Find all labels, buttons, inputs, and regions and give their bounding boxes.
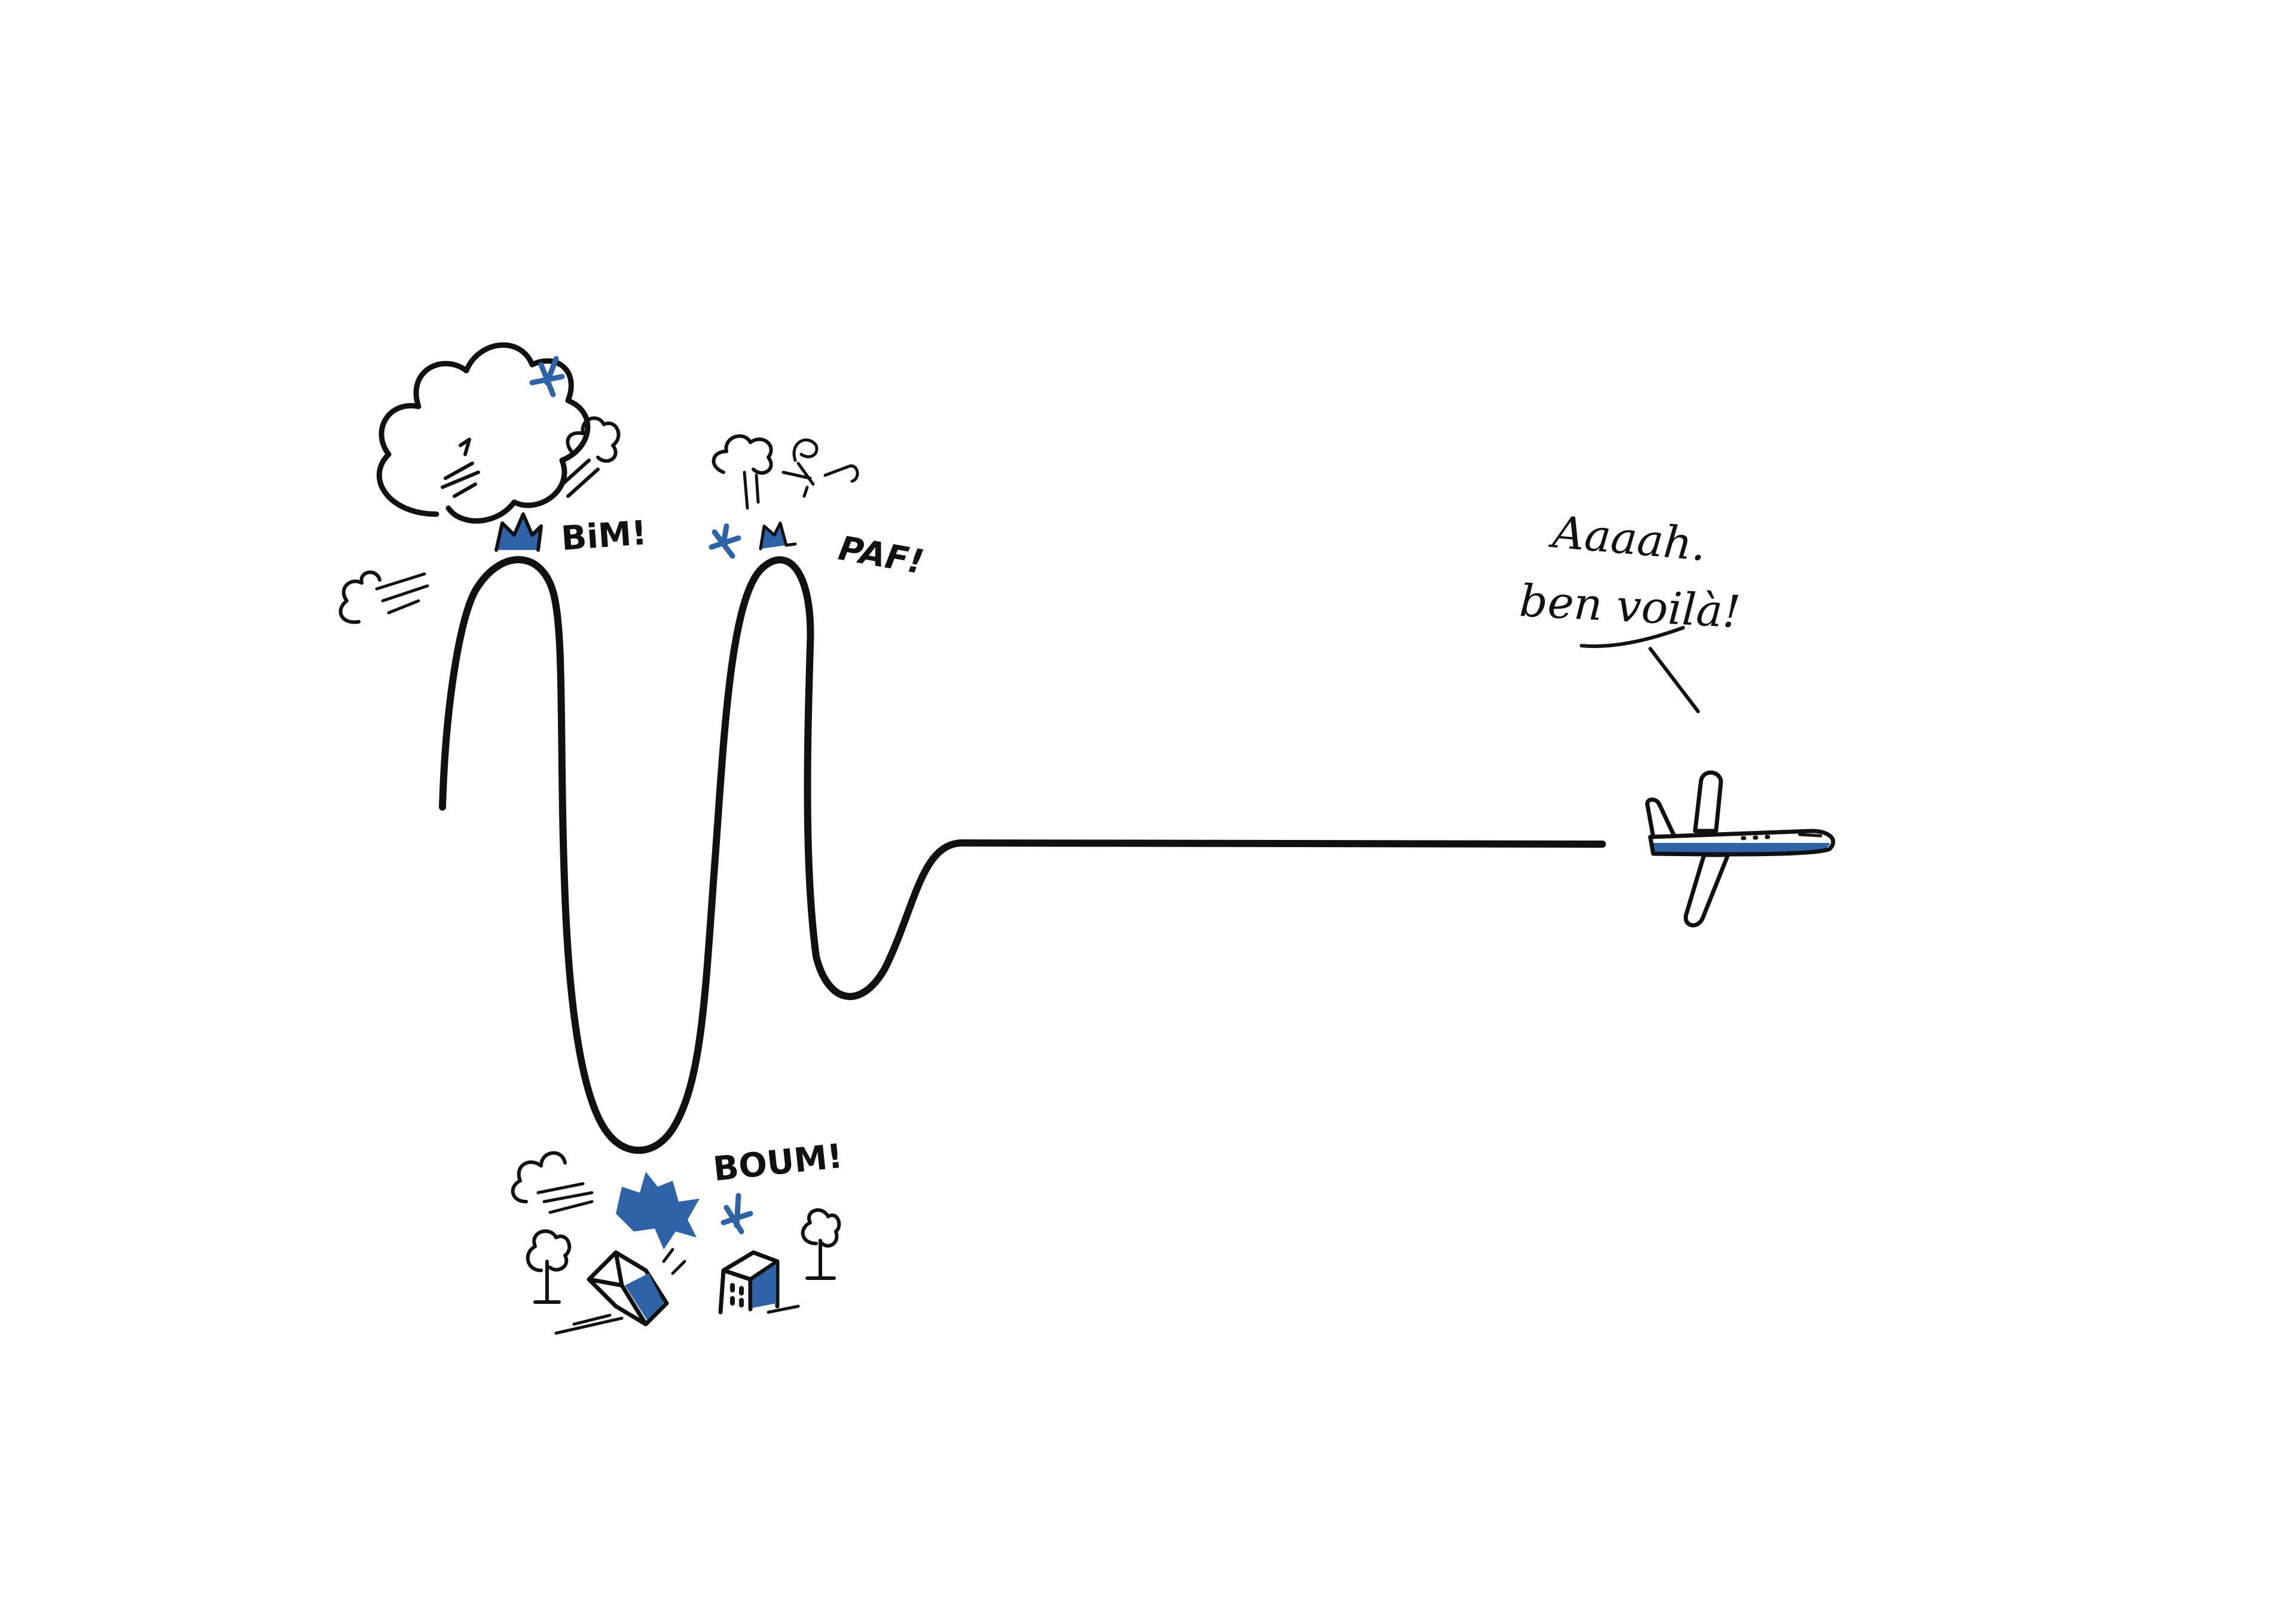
burst-icon xyxy=(494,512,543,552)
cloud-icon xyxy=(557,416,621,498)
house-icon xyxy=(718,1250,800,1315)
speech-line-2: ben voilà! xyxy=(1518,575,1742,638)
boum-label: BOUM! xyxy=(712,1137,845,1189)
tree-icon xyxy=(526,1229,572,1304)
flight-path xyxy=(439,556,1606,1154)
house-icon xyxy=(554,1248,686,1335)
cloud-icon xyxy=(376,342,591,524)
star-icon xyxy=(529,356,565,398)
paf-label: PAF! xyxy=(836,529,927,582)
cloud-icon xyxy=(712,434,773,510)
star-icon xyxy=(709,523,741,559)
burst-icon xyxy=(616,1172,700,1249)
star-icon xyxy=(720,1193,753,1235)
speech-line-1: Aaaah. xyxy=(1547,506,1708,572)
speech-bubble: Aaaah. ben voilà! xyxy=(1518,506,1742,713)
airplane-icon xyxy=(1645,770,1836,928)
bim-impact: BiM! xyxy=(338,342,648,624)
bird-icon xyxy=(781,438,859,498)
speech-pointer xyxy=(1580,626,1700,713)
tree-icon xyxy=(801,1208,841,1280)
bim-label: BiM! xyxy=(560,514,648,558)
burst-icon xyxy=(759,521,797,551)
cloud-icon xyxy=(338,570,429,624)
cloud-icon xyxy=(511,1151,594,1214)
boum-impact: BOUM! xyxy=(511,1137,845,1335)
paf-impact: PAF! xyxy=(709,434,927,582)
